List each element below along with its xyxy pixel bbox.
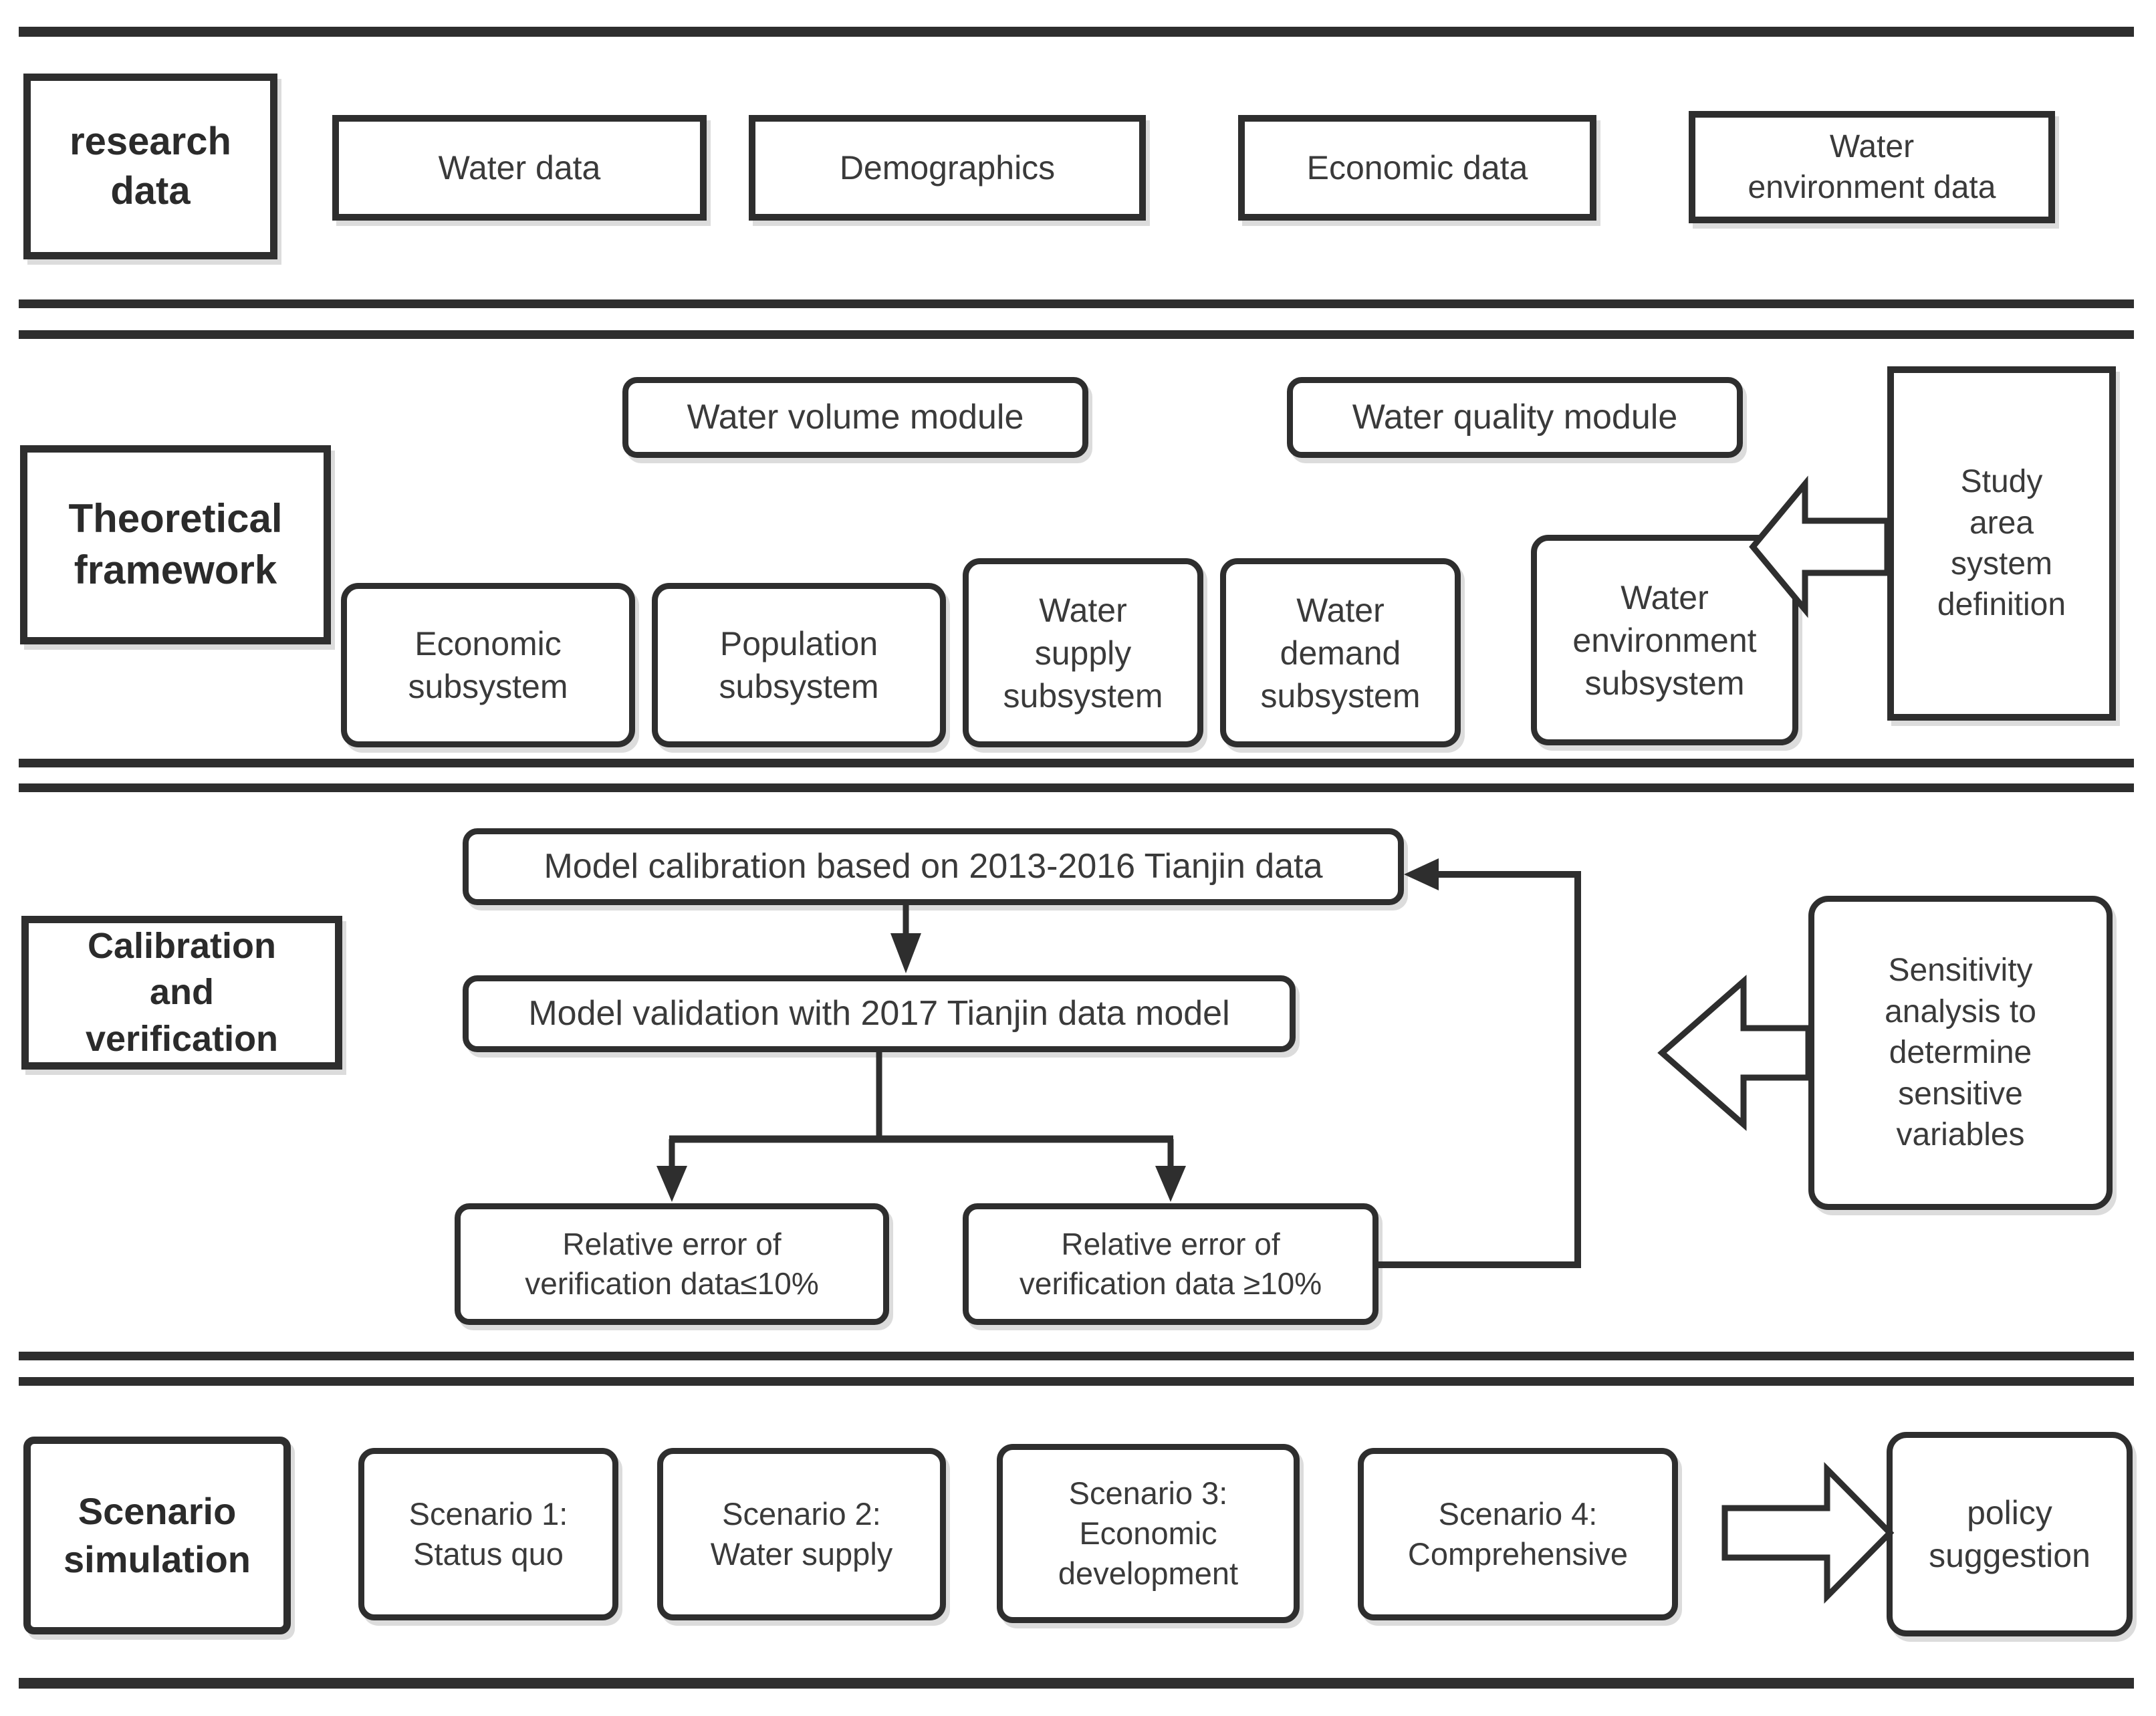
water-demand-subsystem-box: Water demand subsystem [1220, 558, 1461, 747]
model-calibration-box: Model calibration based on 2013-2016 Tia… [463, 828, 1404, 905]
water-environment-data-box: Water environment data [1689, 111, 2055, 223]
separator-line-2b [19, 783, 2134, 792]
scenario-4-box: Scenario 4: Comprehensive [1358, 1448, 1678, 1620]
economic-data-box: Economic data [1238, 115, 1596, 221]
feedback-loop-connector [1379, 858, 1581, 1268]
scenario-2-box: Scenario 2: Water supply [657, 1448, 946, 1620]
water-environment-subsystem-box: Water environment subsystem [1531, 535, 1798, 745]
economic-subsystem-box: Economic subsystem [341, 583, 635, 747]
validation-split-connector [656, 1052, 1186, 1202]
branch-left-arrowhead [656, 1166, 687, 1202]
water-quality-module-box: Water quality module [1287, 377, 1743, 458]
water-data-box: Water data [332, 115, 707, 221]
policy-suggestion-box: policy suggestion [1887, 1432, 2133, 1636]
separator-line-3b [19, 1377, 2134, 1386]
water-volume-module-box: Water volume module [622, 377, 1088, 458]
scenario-3-box: Scenario 3: Economic development [997, 1444, 1300, 1623]
relative-error-ge10-box: Relative error of verification data ≥10% [963, 1203, 1379, 1325]
separator-line-3a [19, 1352, 2134, 1360]
block-arrow-right-icon [1721, 1462, 1895, 1604]
model-validation-box: Model validation with 2017 Tianjin data … [463, 975, 1296, 1052]
separator-line-top [19, 27, 2134, 37]
research-data-section-label: research data [23, 74, 277, 259]
calibration-verification-section-label: Calibration and verification [21, 916, 342, 1070]
population-subsystem-box: Population subsystem [652, 583, 946, 747]
branch-right-arrowhead [1155, 1166, 1186, 1202]
calibration-to-validation-arrow [890, 905, 921, 973]
study-area-system-definition-box: Study area system definition [1887, 366, 2116, 721]
separator-line-1b [19, 330, 2134, 339]
scenario-simulation-section-label: Scenario simulation [23, 1437, 291, 1634]
relative-error-le10-box: Relative error of verification data≤10% [455, 1203, 889, 1325]
demographics-box: Demographics [749, 115, 1146, 221]
water-supply-subsystem-box: Water supply subsystem [963, 558, 1203, 747]
separator-line-1a [19, 299, 2134, 308]
separator-line-2a [19, 759, 2134, 767]
scenario-1-box: Scenario 1: Status quo [358, 1448, 618, 1620]
theoretical-framework-section-label: Theoretical framework [20, 445, 331, 644]
separator-line-bottom [19, 1678, 2134, 1689]
block-arrow-left-icon-2 [1657, 975, 1812, 1131]
sensitivity-analysis-box: Sensitivity analysis to determine sensit… [1808, 896, 2113, 1210]
